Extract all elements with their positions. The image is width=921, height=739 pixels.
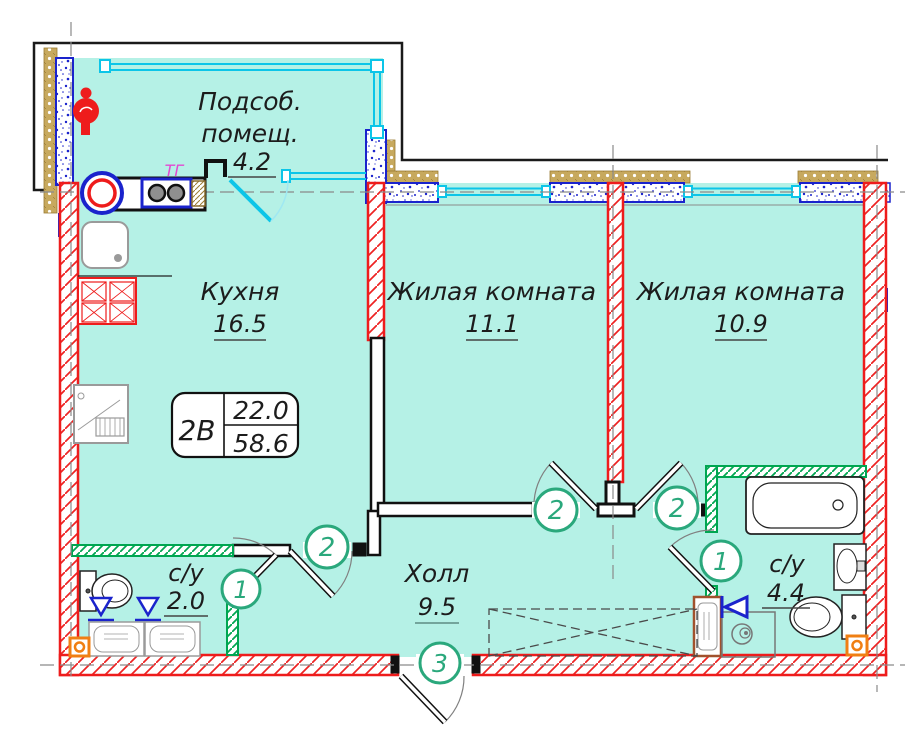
door-tags: 2 1 2 2 1 3 (220, 485, 743, 685)
kitchen-area: 16.5 (213, 310, 266, 338)
fire-riser-icon (73, 87, 99, 135)
bath-small-name: с/у (168, 559, 204, 587)
vent-icon (845, 634, 869, 657)
living1-door-tag (533, 487, 579, 533)
utility-counter (73, 87, 227, 215)
wall-kitchen-living1 (366, 181, 386, 342)
two-burner-stove-icon (140, 177, 193, 209)
interior-walls (231, 336, 711, 674)
bath-large-door-tag (699, 539, 743, 583)
building-outline (32, 41, 888, 192)
living2-door-tag (654, 485, 700, 531)
utility-area: 4.2 (233, 148, 271, 176)
four-burner-stove-icon (77, 277, 137, 325)
kitchen-door-tag (304, 524, 350, 570)
axis-lines (40, 22, 905, 692)
bath-small-area: 2.0 (167, 587, 205, 615)
living1-door-tag-number: 2 (548, 496, 565, 526)
bath-small-door-tag-number: 1 (233, 576, 248, 604)
living2-door-tag-number: 2 (669, 494, 686, 524)
doors (228, 178, 716, 725)
bath-large-door (667, 529, 716, 594)
gas-meter-icon (191, 180, 206, 207)
living-area-value: 22.0 (233, 396, 289, 425)
kitchen-door (287, 548, 353, 599)
living2-name: Жилая комната (635, 277, 845, 306)
total-area-value: 58.6 (233, 429, 289, 458)
vent-icon (68, 636, 91, 658)
wall-living1-living2 (606, 181, 625, 484)
unit-type-label: 2В (178, 414, 215, 447)
fridge-icon (73, 384, 129, 444)
entry-door-tag (418, 641, 462, 685)
bath-small-door-tag (220, 568, 262, 610)
gas-stove-label: ТГ (165, 161, 185, 180)
wall-east (862, 181, 888, 677)
valve-icon (720, 594, 749, 620)
kitchen-name: Кухня (201, 277, 280, 306)
loggia-glazing (99, 59, 384, 183)
toilet-icon (789, 594, 867, 640)
living2-area: 10.9 (714, 310, 767, 338)
apartment-info-badge: 2В 22.0 58.6 (170, 391, 300, 459)
washing-machine-icon (88, 621, 201, 657)
utility-door (228, 178, 289, 223)
hall-area: 9.5 (418, 593, 456, 621)
entry-door-tag-number: 3 (432, 649, 448, 678)
bath-large-wall-side (705, 465, 718, 533)
washing-machine-icon (692, 595, 723, 658)
entry-door (398, 673, 465, 725)
bath-large-area: 4.4 (767, 579, 805, 607)
wardrobe-icon (488, 608, 698, 657)
hall-name: Холл (403, 559, 469, 588)
kitchen-sink-icon (81, 221, 129, 269)
washbasin-icon (833, 543, 867, 591)
living1-name: Жилая комната (386, 277, 596, 306)
bath-large-door-tag-number: 1 (713, 547, 729, 576)
floor-drain-icon (88, 596, 161, 622)
utility-name-line1: Подсоб. (198, 87, 302, 116)
fixtures (68, 221, 869, 658)
bath-large-name: с/у (769, 550, 805, 578)
bath-large-wall-top (705, 465, 867, 478)
partition-walls-green (71, 465, 867, 656)
bath-small-wall (71, 544, 234, 557)
room-labels: ТГ Подсоб. помещ. 4.2 Кухня 16.5 Жилая к… (164, 87, 845, 624)
bathtub-icon (745, 476, 865, 535)
kitchen-door-tag-number: 2 (319, 533, 336, 563)
living1-area: 11.1 (465, 310, 518, 338)
utility-name-line2: помещ. (201, 119, 298, 148)
